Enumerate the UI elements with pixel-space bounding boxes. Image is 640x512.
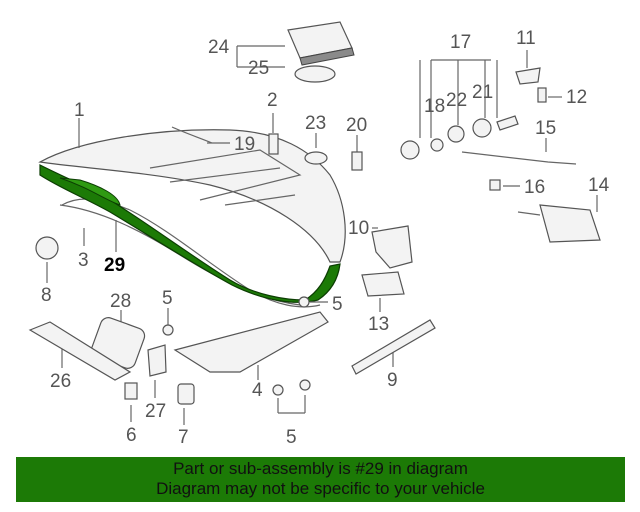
- callout-1: 1: [74, 100, 85, 121]
- callout-19: 19: [234, 134, 255, 155]
- callout-21: 21: [472, 82, 493, 103]
- callout-25: 25: [248, 58, 269, 79]
- callout-18: 18: [424, 96, 445, 117]
- callout-28: 28: [110, 291, 131, 312]
- info-banner: Part or sub-assembly is #29 in diagram D…: [16, 457, 625, 502]
- callout-6: 6: [126, 425, 137, 446]
- banner-line-2: Diagram may not be specific to your vehi…: [156, 479, 485, 498]
- callout-10: 10: [348, 218, 369, 239]
- small-parts: [28, 21, 601, 405]
- callout-22: 22: [446, 90, 467, 111]
- callout-4: 4: [252, 380, 263, 401]
- callout-9: 9: [387, 370, 398, 391]
- leader-lines: [46, 45, 598, 425]
- callout-26: 26: [50, 371, 71, 392]
- callout-14: 14: [588, 175, 610, 196]
- callout-29: 29: [104, 255, 125, 276]
- callout-24: 24: [208, 37, 230, 58]
- parts-diagram: 1 2 3 4 5 5 5 6 7 8 9 10 11 12 13 14 15 …: [28, 21, 610, 448]
- callout-16: 16: [524, 177, 545, 198]
- callout-3: 3: [78, 250, 89, 271]
- part-29-rib: [59, 177, 121, 206]
- trunk-lid: [38, 129, 346, 306]
- callout-7: 7: [178, 427, 189, 448]
- callout-5-right: 5: [332, 294, 343, 315]
- callout-8: 8: [41, 285, 52, 306]
- callout-2: 2: [267, 90, 278, 111]
- callout-11: 11: [516, 28, 536, 49]
- callout-23: 23: [305, 113, 326, 134]
- callout-17: 17: [450, 32, 471, 53]
- callout-27: 27: [145, 401, 166, 422]
- callout-labels: 1 2 3 4 5 5 5 6 7 8 9 10 11 12 13 14 15 …: [41, 28, 610, 448]
- callout-20: 20: [346, 115, 367, 136]
- callout-15: 15: [535, 118, 556, 139]
- banner-line-1: Part or sub-assembly is #29 in diagram: [173, 459, 468, 478]
- callout-5-bottom: 5: [286, 427, 297, 448]
- part-29-highlight: [39, 164, 341, 303]
- callout-13: 13: [368, 314, 389, 335]
- callout-12: 12: [566, 87, 587, 108]
- callout-5-top: 5: [162, 288, 173, 309]
